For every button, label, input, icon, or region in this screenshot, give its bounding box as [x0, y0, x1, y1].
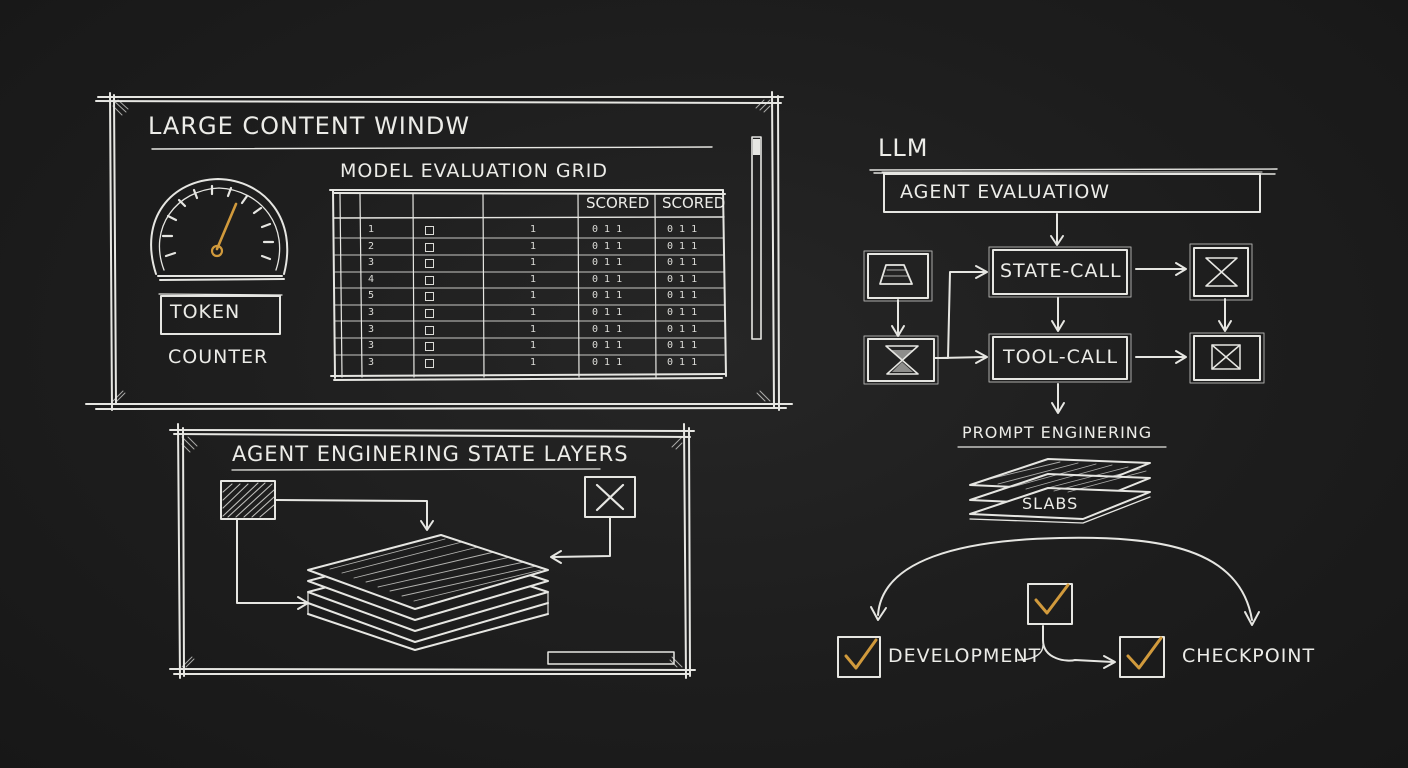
- content-window-frame: [85, 91, 793, 411]
- grid-row-score: 0 1 1: [667, 340, 698, 352]
- grid-row-score: 0 1 1: [592, 340, 623, 352]
- grid-row-index: 4: [368, 273, 375, 285]
- grid-row-score: 0 1 1: [667, 273, 698, 285]
- grid-row-value: 1: [530, 273, 537, 285]
- grid-row-index: 3: [368, 257, 375, 269]
- checkbox-icon: [425, 275, 434, 285]
- grid-row-value: 1: [530, 290, 537, 302]
- grid-row-index: 5: [368, 290, 375, 302]
- check-icon: [1126, 636, 1163, 670]
- grid-row-value: 1: [530, 356, 537, 368]
- evaluation-grid: [329, 189, 727, 381]
- token-counter-box: [160, 295, 281, 335]
- checkbox-icon: [425, 292, 434, 302]
- checkbox-icon: [425, 226, 434, 235]
- grid-row-score: 0 1 1: [667, 290, 698, 302]
- state-layers-title: AGENT ENGINERING STATE LAYERS: [232, 442, 629, 466]
- checkbox-icon: [425, 325, 434, 335]
- grid-row-value: 1: [530, 257, 537, 269]
- grid-row-index: 3: [368, 356, 375, 368]
- grid-row-index: 2: [368, 240, 375, 252]
- grid-row-score: 0 1 1: [592, 257, 623, 269]
- grid-title: MODEL EVALUATION GRID: [340, 160, 609, 182]
- token-label: TOKEN: [170, 301, 241, 323]
- prompt-label: PROMPT ENGINERING: [962, 423, 1153, 442]
- grid-row-score: 0 1 1: [667, 356, 698, 368]
- source-box: [220, 480, 276, 520]
- counter-label: COUNTER: [168, 346, 269, 368]
- check-icons: [844, 583, 1163, 670]
- grid-row-value: 1: [530, 323, 537, 335]
- grid-row-score: 0 1 1: [667, 323, 698, 335]
- grid-row-value: 1: [530, 224, 537, 235]
- grid-row-value: 1: [530, 340, 537, 352]
- development-label: DEVELOPMENT: [888, 645, 1042, 667]
- flow-banner: AGENT EVALUATIOW: [900, 181, 1111, 203]
- layer-arrows: [236, 499, 611, 610]
- grid-row-value: 1: [530, 240, 537, 252]
- grid-row-score: 0 1 1: [667, 307, 698, 318]
- gauge-icon: [150, 178, 289, 281]
- grid-row-score: 0 1 1: [667, 224, 698, 235]
- check-icon: [844, 638, 878, 670]
- grid-row-score: 0 1 1: [592, 224, 623, 235]
- grid-row-score: 0 1 1: [667, 257, 698, 269]
- flow-diagram: [837, 168, 1278, 678]
- checkbox-icon: [425, 242, 434, 252]
- checkbox-icon: [425, 259, 434, 269]
- grid-header-scored: SCORED: [662, 194, 726, 212]
- check-icon: [1034, 583, 1070, 615]
- grid-row-index: 3: [368, 307, 375, 318]
- grid-row-value: 1: [530, 307, 537, 318]
- checkbox-icon: [425, 309, 434, 318]
- checkpoint-label: CHECKPOINT: [1182, 645, 1316, 667]
- grid-row-score: 0 1 1: [592, 323, 623, 335]
- scrollbar[interactable]: [751, 136, 762, 340]
- close-box-icon: [584, 476, 636, 518]
- grid-row-score: 0 1 1: [592, 273, 623, 285]
- slabs-label: SLABS: [1022, 494, 1079, 513]
- grid-row-score: 0 1 1: [592, 290, 623, 302]
- flow-header: LLM: [878, 134, 929, 162]
- layer-stack-icon: [307, 534, 549, 651]
- corner-hatch: [112, 99, 771, 402]
- grid-row-index: 3: [368, 340, 375, 352]
- grid-row-score: 0 1 1: [592, 307, 623, 318]
- tool-call-label: TOOL-CALL: [1003, 346, 1119, 368]
- state-layers-frame: [169, 423, 696, 679]
- grid-header-scored: SCORED: [586, 194, 650, 212]
- grid-row-index: 1: [368, 224, 375, 235]
- grid-row-score: 0 1 1: [592, 240, 623, 252]
- grid-row-index: 3: [368, 323, 375, 335]
- grid-row-score: 0 1 1: [592, 356, 623, 368]
- state-call-label: STATE-CALL: [1000, 260, 1122, 282]
- content-window-title: LARGE CONTENT WINDW: [148, 112, 471, 140]
- checkbox-icon: [425, 342, 434, 352]
- checkbox-icon: [425, 358, 434, 368]
- grid-row-score: 0 1 1: [667, 240, 698, 252]
